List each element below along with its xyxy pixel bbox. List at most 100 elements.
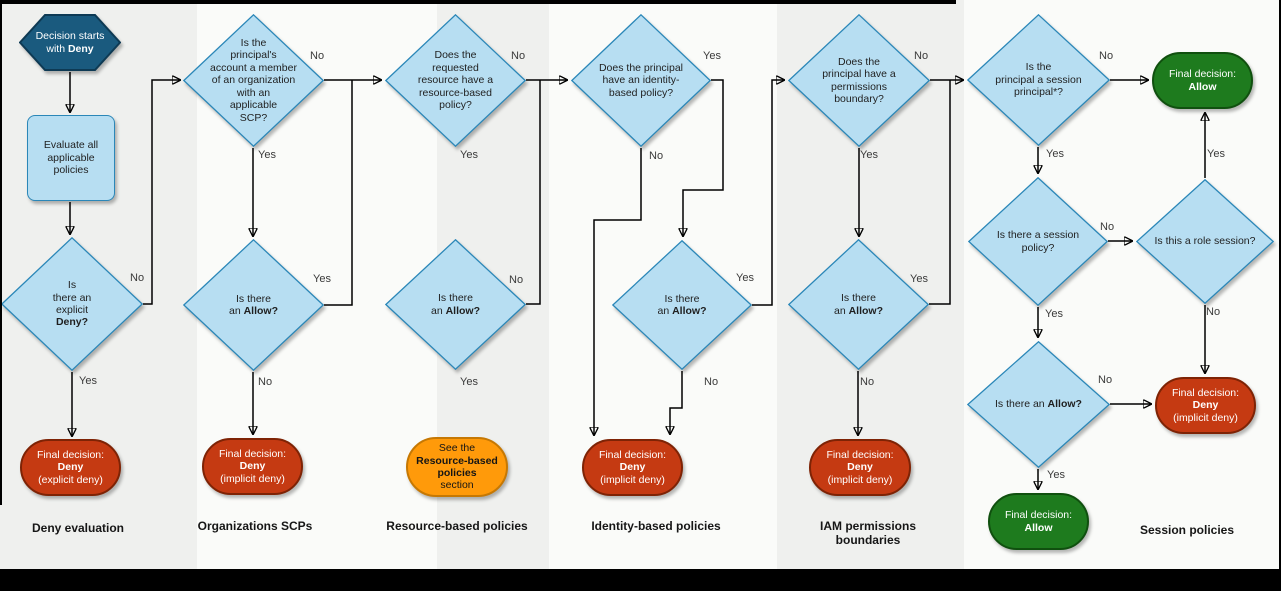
node-text: principal's (230, 49, 277, 62)
node-text: Is there (235, 292, 272, 305)
node-q-explicit-deny: Is there an explicit Deny? (1, 237, 143, 371)
hexagon-shape (19, 14, 121, 71)
node-q-session-policy: Is there a session policy? (968, 177, 1108, 306)
edge-label-yes: Yes (258, 149, 276, 161)
node-text: boundary? (834, 92, 884, 105)
node-text: of an organization (211, 74, 296, 87)
node-q-identity-policy: Does the principal have an identity- bas… (571, 14, 711, 147)
node-text: Final decision: (1004, 509, 1073, 522)
diamond-shape (968, 177, 1108, 306)
edge-label-no: No (1206, 306, 1221, 318)
node-final-allow-top: Final decision: Allow (1152, 52, 1253, 109)
edge-label-no: No (511, 50, 526, 62)
column-label-iam-permissions-boundaries: IAM permissions boundaries (819, 519, 917, 547)
node-text: with an (236, 86, 271, 99)
edge-label-no: No (704, 376, 719, 388)
node-text: (explicit deny) (38, 473, 103, 486)
node-text: Final decision: (218, 447, 287, 460)
node-text: (implicit deny) (600, 473, 665, 486)
node-text: principal have a (822, 68, 896, 81)
diamond-shape (967, 341, 1110, 468)
node-text: requested (432, 61, 479, 74)
node-text: Decision starts (35, 30, 105, 43)
node-text: Is the (1025, 61, 1052, 74)
node-text: Deny (847, 461, 873, 474)
node-text: Is there a session (996, 229, 1080, 242)
node-text: policy? (439, 99, 472, 112)
node-text: Deny (57, 461, 84, 474)
edge-label-yes: Yes (736, 272, 754, 284)
node-text: SCP? (239, 111, 268, 124)
node-text: (implicit deny) (220, 472, 285, 485)
node-decision-starts: Decision starts with Deny (19, 14, 121, 71)
diamond-shape (788, 239, 929, 370)
node-text: Does the principal (598, 61, 684, 74)
letterbox-bar-bottom (0, 569, 1281, 591)
node-q-org-member: Is the principal's account a member of a… (183, 14, 324, 147)
node-q-identity-allow: Is there an Allow? (612, 240, 752, 370)
node-text: account a member (210, 61, 297, 74)
letterbox-bar-right (1279, 0, 1281, 569)
node-text: an Allow? (228, 305, 279, 317)
edge-label-yes: Yes (910, 273, 928, 285)
node-text: Allow (1024, 521, 1053, 534)
node-final-deny-boundary: Final decision: Deny (implicit deny) (809, 439, 911, 496)
column-label-resource-based-policies: Resource-based policies (386, 519, 528, 533)
node-q-session-principal: Is the principal a session principal*? (967, 14, 1110, 146)
node-text: policy? (1021, 241, 1055, 254)
diamond-shape (385, 239, 526, 370)
edge-label-no: No (860, 376, 875, 388)
node-text: Deny (1192, 399, 1219, 412)
node-text: Deny (239, 460, 266, 473)
diamond-shape (788, 14, 930, 147)
node-q-session-allow: Is there an Allow? (967, 341, 1110, 468)
node-final-deny-org: Final decision: Deny (implicit deny) (202, 438, 303, 495)
node-text: Final decision: (1168, 68, 1237, 81)
edge-label-no: No (914, 50, 929, 62)
edge-label-no: No (130, 272, 145, 284)
edge-label-yes: Yes (1207, 148, 1225, 160)
node-final-deny-identity: Final decision: Deny (implicit deny) (582, 439, 683, 496)
edge-label-yes: Yes (1045, 308, 1063, 320)
node-text: have an identity- (602, 74, 680, 87)
node-text: Is the (240, 37, 267, 50)
node-text: resource-based (419, 86, 492, 99)
edge-label-no: No (1099, 50, 1114, 62)
node-text: Deny (619, 461, 646, 474)
edge-label-no: No (258, 376, 273, 388)
node-text: with Deny (46, 42, 94, 55)
edge-label-yes: Yes (1047, 469, 1065, 481)
node-text: applicable (229, 99, 278, 112)
node-text: an Allow? (430, 304, 481, 317)
edge-label-no: No (1100, 221, 1115, 233)
node-text: See the (438, 442, 476, 455)
node-text: policies (53, 164, 89, 177)
edge-label-yes: Yes (703, 50, 721, 62)
node-q-resource-policy: Does the requested resource have a resou… (385, 14, 526, 147)
diamond-shape (385, 14, 526, 147)
edge-label-yes: Yes (79, 375, 97, 387)
letterbox-bar-left (0, 0, 2, 505)
node-text: an Allow? (657, 305, 707, 317)
node-q-resource-allow: Is there an Allow? (385, 239, 526, 370)
edge-label-yes: Yes (1046, 148, 1064, 160)
node-text: Resource-based (416, 454, 498, 467)
diamond-shape (1, 237, 143, 371)
node-text: Does the (434, 49, 477, 62)
node-text: Deny? (55, 316, 89, 329)
edge-label-yes: Yes (460, 376, 478, 388)
node-text: based policy? (608, 86, 674, 99)
node-q-org-allow: Is there an Allow? (183, 239, 324, 371)
node-text: Final decision: (1171, 386, 1240, 399)
letterbox-bar-top (0, 0, 956, 4)
edge-label-yes: Yes (860, 149, 878, 161)
node-q-role-session: Is this a role session? (1136, 179, 1274, 304)
node-text: applicable (47, 151, 95, 164)
edge-label-no: No (310, 50, 325, 62)
node-text: (implicit deny) (827, 473, 893, 486)
node-text: Final decision: (826, 448, 894, 461)
node-text: Final decision: (598, 448, 667, 461)
node-text: section (440, 479, 474, 492)
column-label-deny-evaluation: Deny evaluation (31, 521, 125, 535)
